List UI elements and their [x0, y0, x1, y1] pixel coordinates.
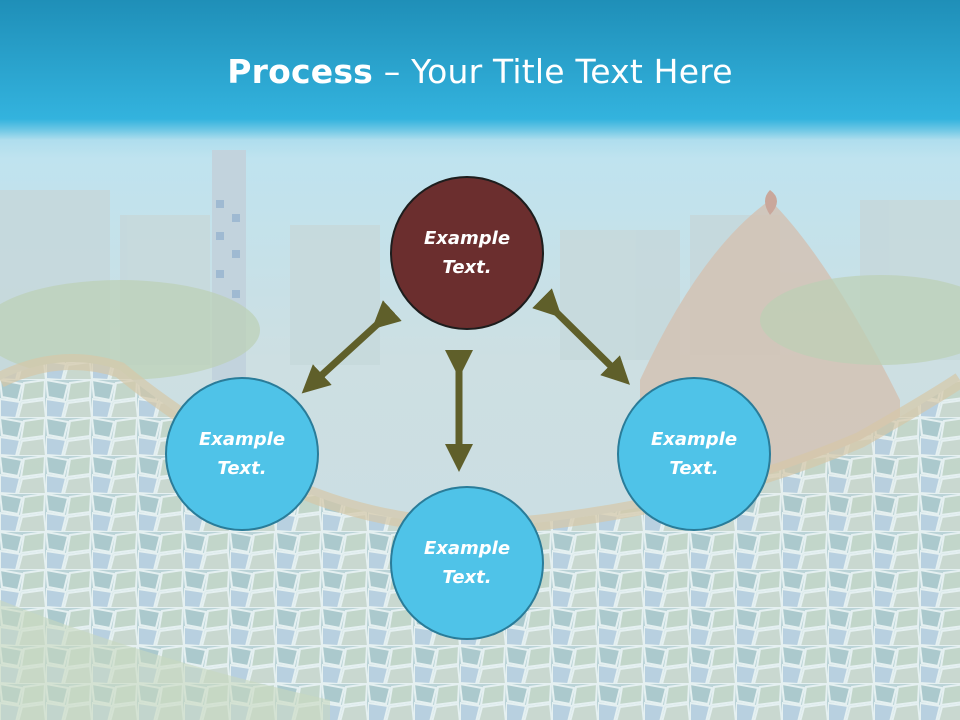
node-left: Example Text.	[165, 377, 319, 531]
slide-title: Process – Your Title Text Here	[0, 52, 960, 91]
node-right-label: Example Text.	[650, 429, 738, 479]
node-bottom-label: Example Text.	[423, 538, 511, 588]
title-band	[0, 0, 960, 140]
node-bottom: Example Text.	[390, 486, 544, 640]
title-rest: – Your Title Text Here	[373, 52, 733, 91]
title-bold: Process	[227, 52, 374, 91]
node-top-label: Example Text.	[423, 228, 511, 278]
node-top: Example Text.	[390, 176, 544, 330]
node-right: Example Text.	[617, 377, 771, 531]
node-left-label: Example Text.	[198, 429, 286, 479]
